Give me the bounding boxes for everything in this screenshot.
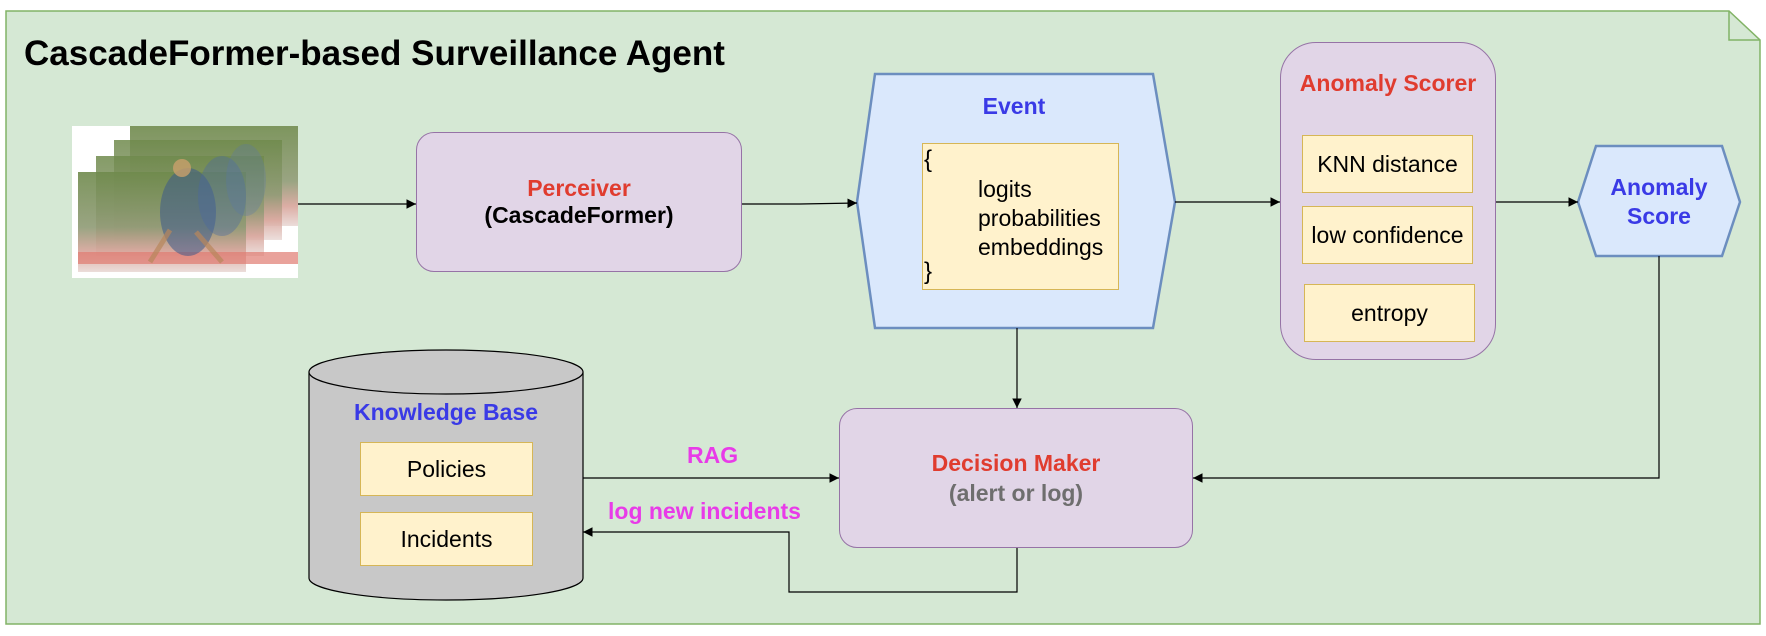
anomaly-score-label: Anomaly Score [1590, 160, 1728, 244]
edge-label-rag: RAG [687, 442, 739, 468]
event-field-probabilities: probabilities [978, 205, 1101, 231]
scorer-item-knn: KNN distance [1302, 135, 1473, 193]
decision-maker-subtitle: (alert or log) [948, 480, 1084, 506]
scorer-item-low-confidence: low confidence [1302, 206, 1473, 264]
diagram-title: CascadeFormer-based Surveillance Agent [24, 34, 725, 73]
anomaly-scorer-title: Anomaly Scorer [1299, 70, 1477, 96]
knowledge-base-title: Knowledge Base [353, 399, 539, 425]
anomaly-score-line2: Score [1627, 203, 1691, 229]
event-title: Event [982, 93, 1046, 119]
decision-maker-title: Decision Maker [931, 450, 1101, 476]
edge-label-log-new-incidents: log new incidents [608, 498, 801, 524]
event-fields-box: { logits probabilities embeddings } [922, 143, 1119, 290]
edge-score-to-decision [1193, 256, 1660, 483]
edge-decision-log-to-kb [583, 527, 1018, 593]
event-field-embeddings: embeddings [978, 234, 1104, 260]
scorer-item-entropy: entropy [1304, 284, 1475, 342]
edge-perceiver-to-event [742, 198, 858, 208]
event-open-brace: { [924, 146, 933, 173]
event-field-logits: logits [978, 176, 1032, 202]
kb-item-incidents: Incidents [360, 512, 533, 566]
kb-item-policies: Policies [360, 442, 533, 496]
container-fold [1728, 11, 1760, 41]
input-video-frames [72, 126, 298, 278]
anomaly-score-line1: Anomaly [1610, 174, 1708, 200]
event-close-brace: } [924, 258, 933, 285]
perceiver-node: Perceiver (CascadeFormer) [416, 132, 742, 272]
perceiver-title: Perceiver [527, 175, 631, 201]
perceiver-subtitle: (CascadeFormer) [484, 202, 674, 228]
decision-maker-node: Decision Maker (alert or log) [839, 408, 1193, 548]
